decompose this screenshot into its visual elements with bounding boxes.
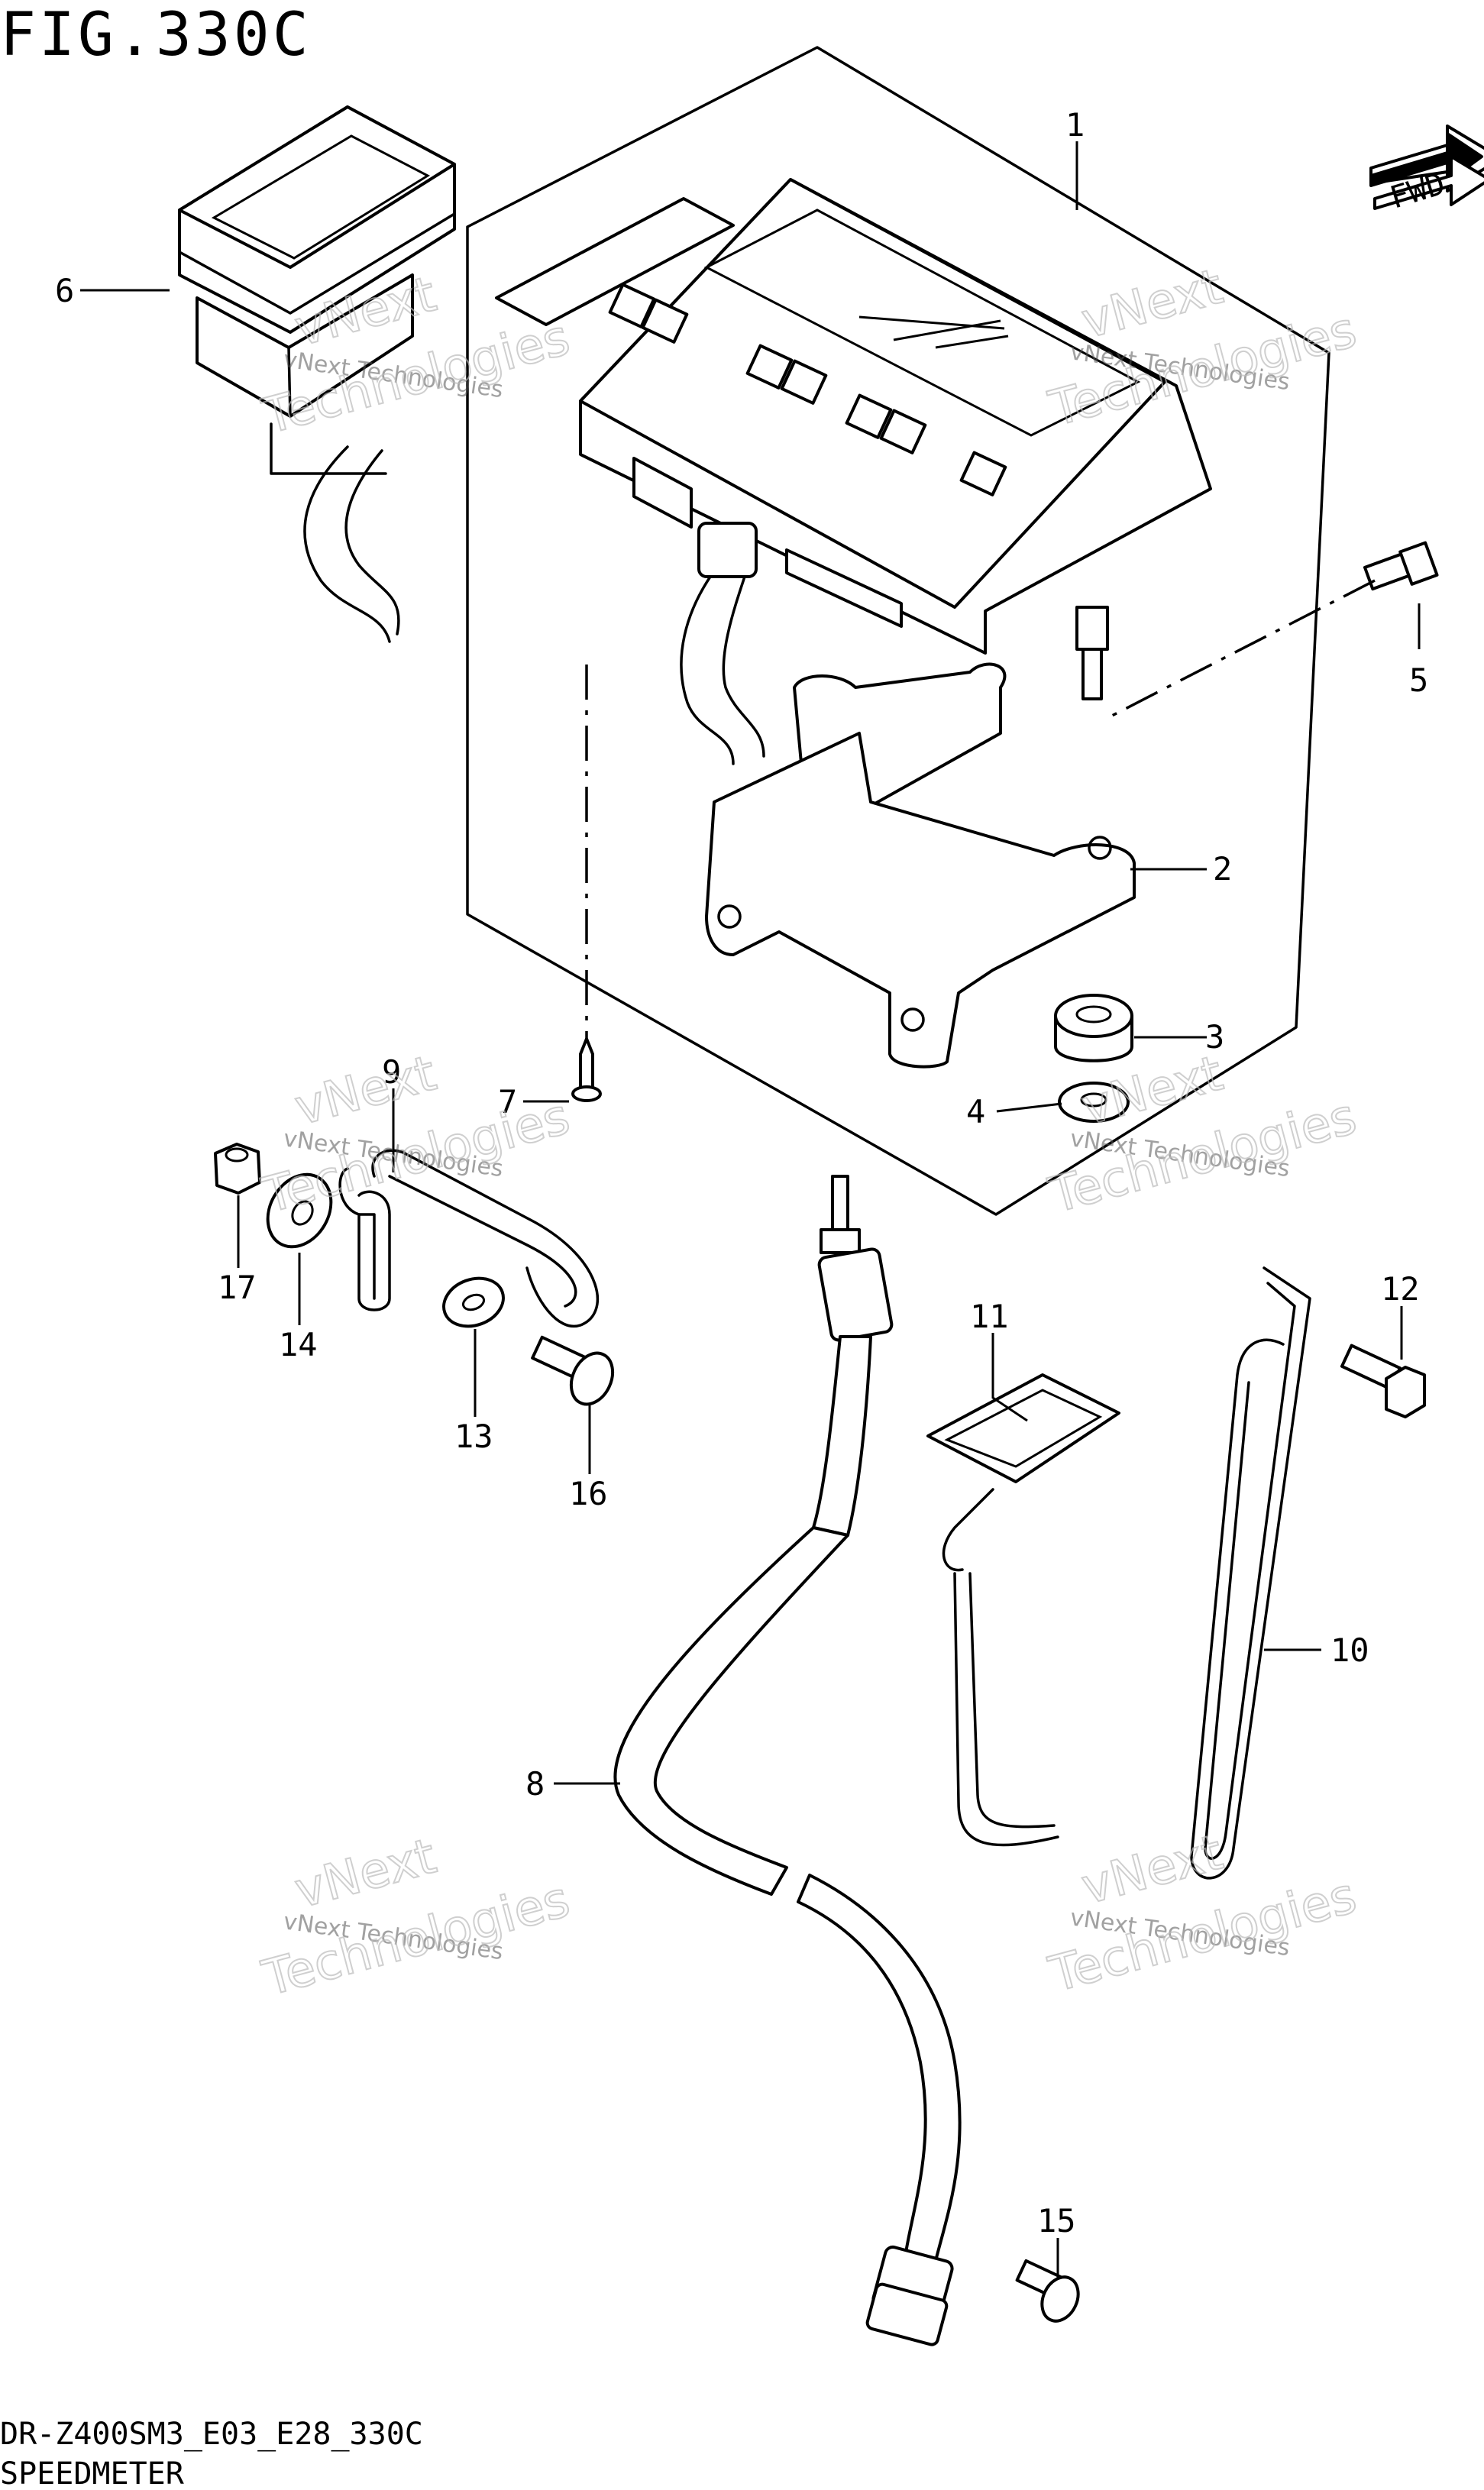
svg-text:vNext: vNext xyxy=(1076,1825,1229,1916)
callout-14: 14 xyxy=(279,1326,318,1363)
wire-guide-part xyxy=(926,1373,1120,1847)
callout-numbers: 1 2 3 4 5 6 7 8 9 10 11 12 13 14 15 16 1… xyxy=(55,106,1428,2239)
watermark-bottom-right: vNext Technologies vNext Technologies xyxy=(1043,1824,1363,2005)
screw-16-part xyxy=(531,1335,615,1406)
watermark-middle-right: vNext Technologies vNext Technologies xyxy=(1043,1045,1363,1226)
svg-text:vNext: vNext xyxy=(1076,259,1229,351)
bolt-part xyxy=(1107,541,1439,720)
callout-4: 4 xyxy=(966,1093,985,1130)
callout-5: 5 xyxy=(1409,661,1428,699)
callout-8: 8 xyxy=(525,1765,545,1803)
svg-text:vNext: vNext xyxy=(289,1829,442,1920)
callout-2: 2 xyxy=(1213,850,1232,888)
wire-clamp-part xyxy=(338,1149,599,1328)
model-code: DR-Z400SM3_E03_E28_330C xyxy=(0,2417,423,2452)
indicator-lamp-part xyxy=(178,105,456,643)
watermark-middle-left: vNext Technologies vNext Technologies xyxy=(256,1045,576,1226)
svg-text:vNext: vNext xyxy=(289,1046,442,1137)
leader-lines xyxy=(80,141,1421,2280)
meter-bracket-part xyxy=(705,662,1136,1069)
washer-14-part xyxy=(266,1172,333,1249)
washer-part xyxy=(1058,1082,1130,1123)
bolt-12-part xyxy=(1340,1344,1426,1418)
callout-10: 10 xyxy=(1330,1631,1369,1669)
callout-16: 16 xyxy=(569,1475,608,1512)
fwd-arrow-icon: FWD xyxy=(1369,124,1484,216)
callout-9: 9 xyxy=(382,1053,401,1091)
callout-7: 7 xyxy=(498,1083,517,1120)
watermark-bottom-left: vNext Technologies vNext Technologies xyxy=(256,1828,576,2009)
callout-3: 3 xyxy=(1205,1018,1224,1056)
section-name: SPEEDMETER xyxy=(0,2456,185,2490)
assembly-outline xyxy=(466,46,1330,1216)
callout-1: 1 xyxy=(1065,106,1085,144)
screw-part xyxy=(571,665,602,1102)
nut-part xyxy=(214,1143,261,1195)
callout-6: 6 xyxy=(55,272,74,309)
washer-13-part xyxy=(442,1276,505,1328)
callout-13: 13 xyxy=(454,1418,493,1455)
grommet-part xyxy=(1054,994,1133,1062)
callout-12: 12 xyxy=(1381,1270,1420,1308)
callout-11: 11 xyxy=(970,1298,1009,1335)
watermark-top-right: vNext Technologies vNext Technologies xyxy=(1043,258,1363,439)
callout-15: 15 xyxy=(1037,2202,1076,2239)
callout-17: 17 xyxy=(218,1269,257,1306)
figure-title: FIG.330C xyxy=(0,1,312,70)
speedometer-part xyxy=(495,178,1212,765)
screw-15-part xyxy=(1015,2259,1080,2323)
cable-guide-part xyxy=(1190,1266,1311,1880)
speedometer-cable-part xyxy=(613,1175,962,2346)
